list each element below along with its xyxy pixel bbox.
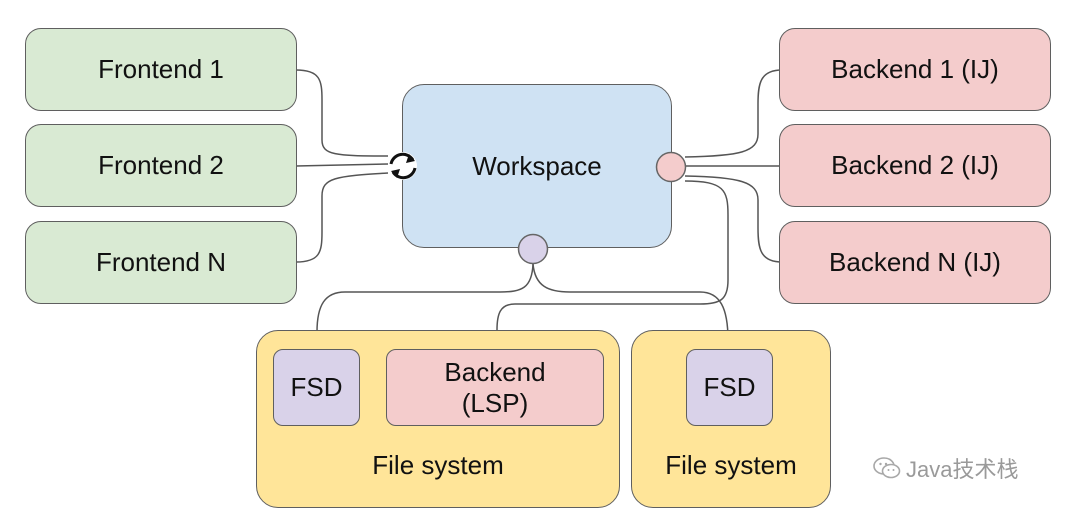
frontend-1-label: Frontend 1 <box>98 54 224 84</box>
filesystem-port-circle <box>517 233 549 265</box>
link-frontend-2 <box>295 163 389 167</box>
backend-lsp-line2: (LSP) <box>461 387 529 418</box>
watermark-text: Java技术栈 <box>906 457 1019 482</box>
fsd-1-label: FSD <box>290 372 343 402</box>
backend-lsp-box: Backend (LSP) <box>386 349 604 426</box>
fsd-1-box: FSD <box>273 349 360 426</box>
link-backend-n <box>684 175 783 263</box>
frontend-2-label: Frontend 2 <box>98 150 224 180</box>
backend-lsp-line1: Backend <box>444 356 546 387</box>
link-backend-lsp <box>496 180 729 350</box>
link-frontend-n <box>295 172 389 263</box>
link-fsd-1 <box>316 263 534 350</box>
frontend-1-box: Frontend 1 <box>25 28 297 111</box>
backend-n-box: Backend N (IJ) <box>779 221 1051 304</box>
frontend-n-label: Frontend N <box>95 247 227 277</box>
watermark: Java技术栈 <box>872 452 1018 484</box>
backend-lsp-label: Backend (LSP) <box>444 357 545 419</box>
link-frontend-1 <box>295 69 389 157</box>
backend-n-label: Backend N (IJ) <box>829 247 1001 277</box>
backend-1-label: Backend 1 (IJ) <box>831 54 999 84</box>
backend-port-circle <box>655 151 687 183</box>
fsd-2-box: FSD <box>686 349 773 426</box>
wechat-icon <box>873 457 901 479</box>
workspace-box: Workspace <box>402 84 672 248</box>
workspace-label: Workspace <box>472 150 602 181</box>
backend-2-box: Backend 2 (IJ) <box>779 124 1051 207</box>
link-fsd-2 <box>532 263 729 350</box>
backend-1-box: Backend 1 (IJ) <box>779 28 1051 111</box>
file-system-2-label: File system <box>665 450 797 480</box>
file-system-1-label: File system <box>372 450 504 480</box>
link-backend-1 <box>684 69 783 158</box>
frontend-n-box: Frontend N <box>25 221 297 304</box>
backend-2-label: Backend 2 (IJ) <box>831 150 999 180</box>
sync-icon <box>389 152 417 180</box>
frontend-2-box: Frontend 2 <box>25 124 297 207</box>
fsd-2-label: FSD <box>703 372 756 402</box>
